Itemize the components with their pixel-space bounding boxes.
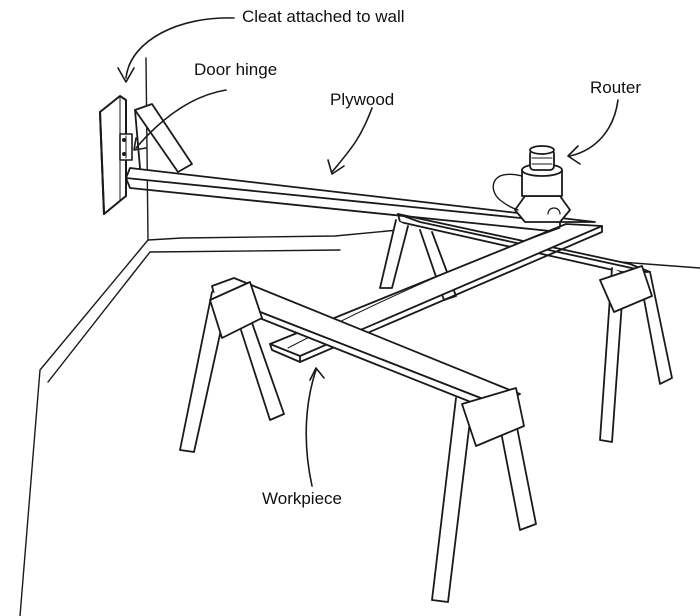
router-arrow — [569, 99, 619, 157]
label-plywood: Plywood — [330, 90, 395, 109]
cleat-arrowhead — [117, 67, 135, 83]
plywood-arrowhead — [327, 159, 345, 175]
label-door-hinge: Door hinge — [194, 60, 278, 79]
cleat-arrow — [125, 17, 235, 79]
label-workpiece: Workpiece — [262, 489, 342, 508]
plywood-arrow — [331, 107, 373, 173]
leader-arrows — [117, 17, 619, 487]
hinge-arrowhead — [133, 137, 147, 151]
label-cleat: Cleat attached to wall — [242, 7, 405, 26]
router-arrowhead — [567, 145, 581, 165]
plywood-arm — [125, 103, 596, 233]
room-corner — [19, 57, 700, 616]
door-hinge — [119, 133, 133, 161]
workpiece-arrow — [305, 369, 317, 487]
workpiece-arrowhead — [309, 367, 325, 381]
hinge-arrow — [135, 89, 227, 149]
front-sawhorse — [179, 277, 537, 603]
label-router: Router — [590, 78, 642, 97]
router-tool — [492, 145, 571, 223]
workpiece-board — [269, 223, 603, 363]
